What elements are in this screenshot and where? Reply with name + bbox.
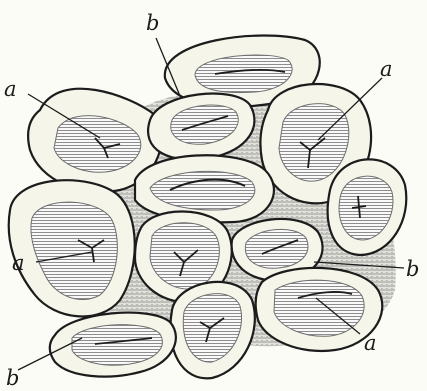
label-b-bottom: b (6, 366, 19, 390)
label-b-top: b (146, 11, 159, 35)
label-a-left: a (12, 251, 25, 275)
label-a-upper-right: a (380, 57, 393, 81)
label-a-upper-left: a (4, 77, 17, 101)
label-b-right: b (406, 257, 419, 281)
tubule-lower-center (170, 282, 254, 378)
label-a-lower-right: a (364, 331, 377, 355)
tubule-left-large (9, 180, 135, 316)
tubule-right-oval (328, 159, 407, 255)
tubule-middle-crescent (135, 155, 274, 222)
